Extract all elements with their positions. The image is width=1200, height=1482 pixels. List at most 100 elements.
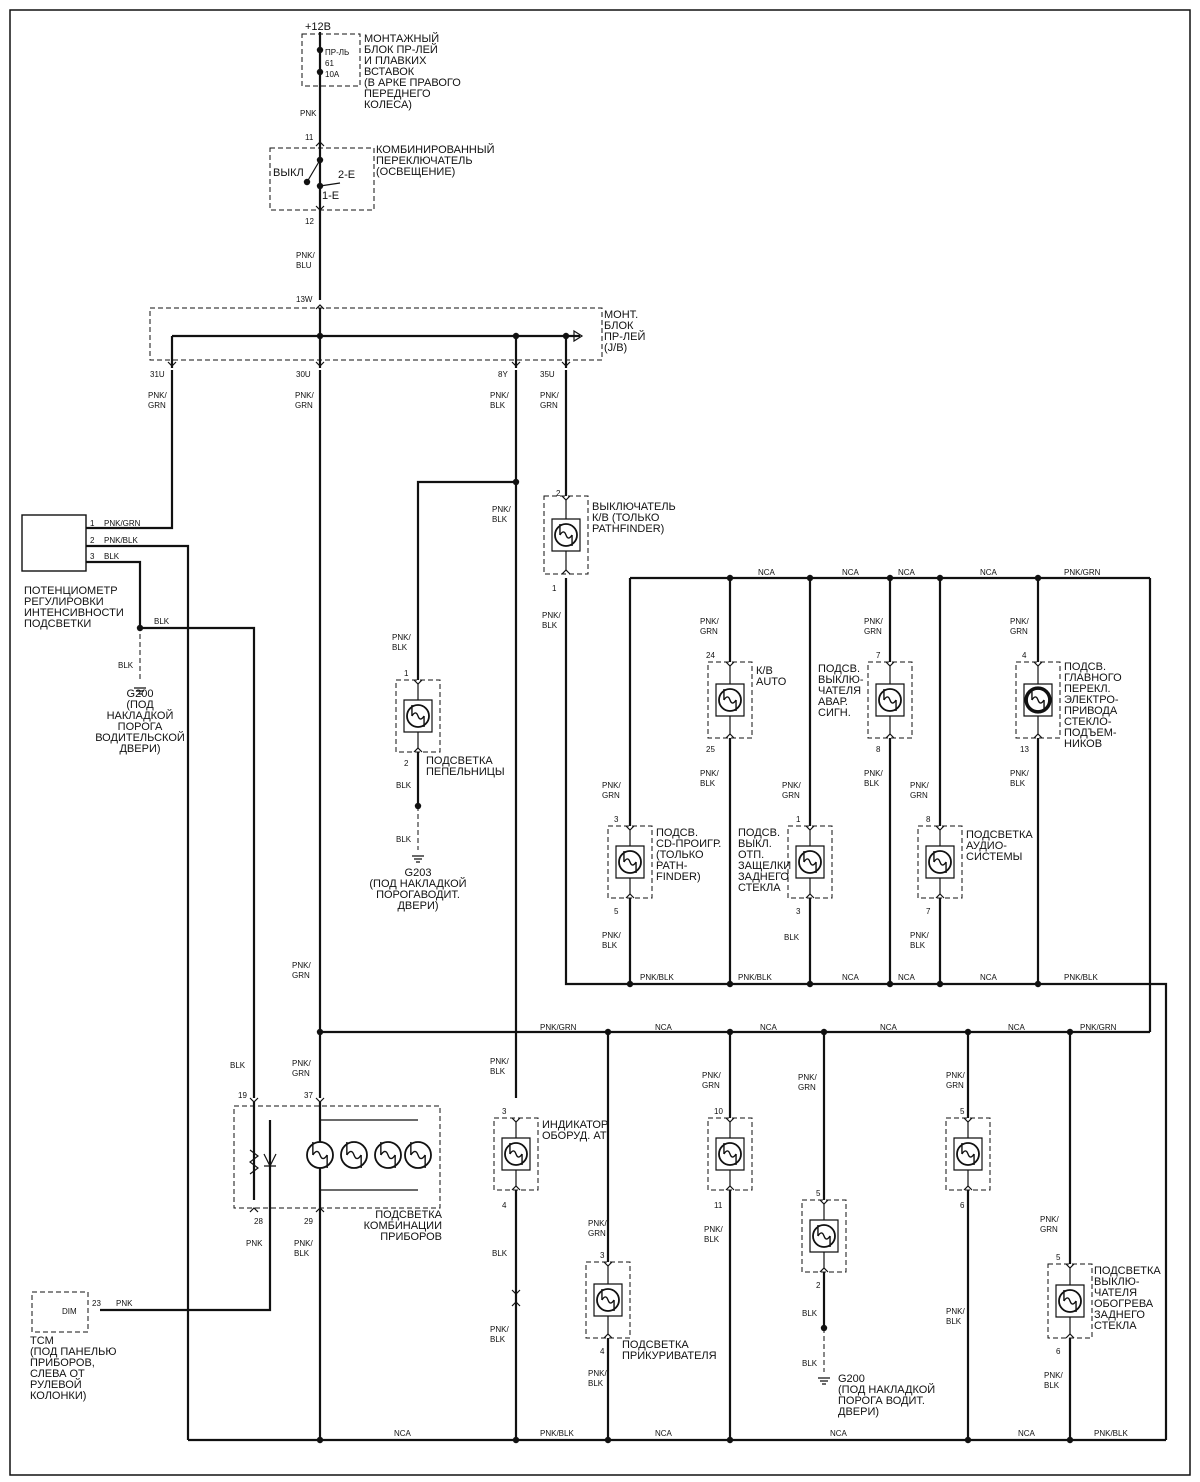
pin-label: 30U xyxy=(296,370,311,379)
pin-label: 25 xyxy=(706,745,715,754)
wire-color: NCA xyxy=(830,1429,848,1438)
ground-lines xyxy=(412,855,424,863)
connector-mark xyxy=(725,733,735,739)
tcm-terminal: DIM xyxy=(62,1307,77,1316)
bulb-filament xyxy=(933,858,947,866)
pin-label: 13W xyxy=(296,295,313,304)
wire-color: PNK/BLK xyxy=(392,633,411,652)
wire-color: PNK/BLK xyxy=(490,1057,509,1076)
pin-label: 37 xyxy=(304,1091,313,1100)
pin-label: 2 xyxy=(404,759,409,768)
wire-color: PNK/GRN xyxy=(700,617,719,636)
bulb-leads xyxy=(601,1289,615,1311)
cd-player-frame xyxy=(607,825,653,899)
connector-mark xyxy=(1065,1333,1075,1339)
pin-label: 11 xyxy=(305,133,314,142)
bulb-filament xyxy=(380,1150,396,1160)
pin-label: 3 xyxy=(90,552,95,561)
wire-color: NCA xyxy=(842,973,860,982)
pin-label: 4 xyxy=(1022,651,1027,660)
lighter-bulb-icon xyxy=(596,1288,620,1312)
rear-latch-frame xyxy=(787,825,833,899)
ground-lines xyxy=(134,687,146,695)
unnamed-10-11-housing xyxy=(715,1137,745,1171)
wire-color: PNK/BLK xyxy=(542,611,561,630)
pin-label: 1 xyxy=(404,669,409,678)
cluster-bulb-icon xyxy=(306,1141,334,1169)
wire-color: PNK/BLK xyxy=(104,536,138,545)
rear-latch-bulb-icon xyxy=(798,850,822,874)
connector-mark xyxy=(167,361,177,367)
cd-player-housing xyxy=(615,845,645,879)
cd-player-bulb-icon xyxy=(618,850,642,874)
pin-label: 4 xyxy=(600,1347,605,1356)
connector-mark xyxy=(603,1333,613,1339)
pin-label: 2 xyxy=(556,489,561,498)
window-switch-frame xyxy=(1015,661,1061,739)
connector-mark xyxy=(725,661,735,667)
light-switch-frame xyxy=(269,147,375,211)
connector-mark xyxy=(935,893,945,899)
unnamed-5-2-bulb-icon xyxy=(812,1224,836,1248)
ground-icon xyxy=(134,687,146,695)
wire xyxy=(86,370,174,530)
pin-label: 4 xyxy=(502,1201,507,1210)
arrow-icon xyxy=(573,329,584,343)
junction-dot xyxy=(303,178,311,186)
fuse-block-frame xyxy=(301,33,361,87)
bulb-filament xyxy=(346,1150,362,1160)
connector-mark xyxy=(603,1261,613,1267)
wire-color: NCA xyxy=(880,1023,898,1032)
junction-dot xyxy=(316,156,324,164)
audio-frame xyxy=(917,825,963,899)
connector-mark xyxy=(885,661,895,667)
wire xyxy=(100,1102,272,1312)
ac-auto-frame xyxy=(707,661,753,739)
connector-mark xyxy=(625,825,635,831)
wire-color: PNK/BLU xyxy=(296,251,315,270)
wire-color: BLK xyxy=(784,933,800,942)
switch-contact xyxy=(306,159,321,183)
connector-mark xyxy=(561,361,571,367)
bulb-leads xyxy=(723,1143,737,1165)
pin-label: 5 xyxy=(1056,1253,1061,1262)
wire-color: BLK xyxy=(104,552,120,561)
wire-color: BLK xyxy=(118,661,134,670)
pin-label: 1 xyxy=(552,584,557,593)
pin-label: 19 xyxy=(238,1091,247,1100)
unnamed-10-11-bulb-icon xyxy=(718,1142,742,1166)
ashtray-frame xyxy=(395,679,441,753)
at-indicator-frame xyxy=(493,1117,539,1191)
connector-mark xyxy=(805,825,815,831)
lighter-frame xyxy=(585,1261,631,1339)
bulb-leads xyxy=(933,851,947,873)
switch-pos-off: ВЫКЛ xyxy=(273,167,304,179)
ac-switch-frame xyxy=(543,495,589,575)
wire-color: BLK xyxy=(802,1359,818,1368)
bulb-leads xyxy=(883,689,897,711)
rear-defog-bulb-icon xyxy=(1058,1289,1082,1313)
wire-color: PNK/BLK xyxy=(738,973,772,982)
connector-mark xyxy=(561,569,571,575)
connector-mark xyxy=(315,361,325,367)
connector-mark xyxy=(725,1117,735,1123)
wire-color: BLK xyxy=(492,1249,508,1258)
wire-color: NCA xyxy=(898,568,916,577)
wire-color: NCA xyxy=(980,973,998,982)
wire-color: NCA xyxy=(898,973,916,982)
pin-label: 31U xyxy=(150,370,165,379)
wire-color: PNK/BLK xyxy=(540,1429,574,1438)
wire-color: BLK xyxy=(396,835,412,844)
bulb-filament xyxy=(803,858,817,866)
wire xyxy=(140,626,256,1098)
wire-color: NCA xyxy=(655,1429,673,1438)
rear-defog-housing xyxy=(1055,1284,1085,1318)
